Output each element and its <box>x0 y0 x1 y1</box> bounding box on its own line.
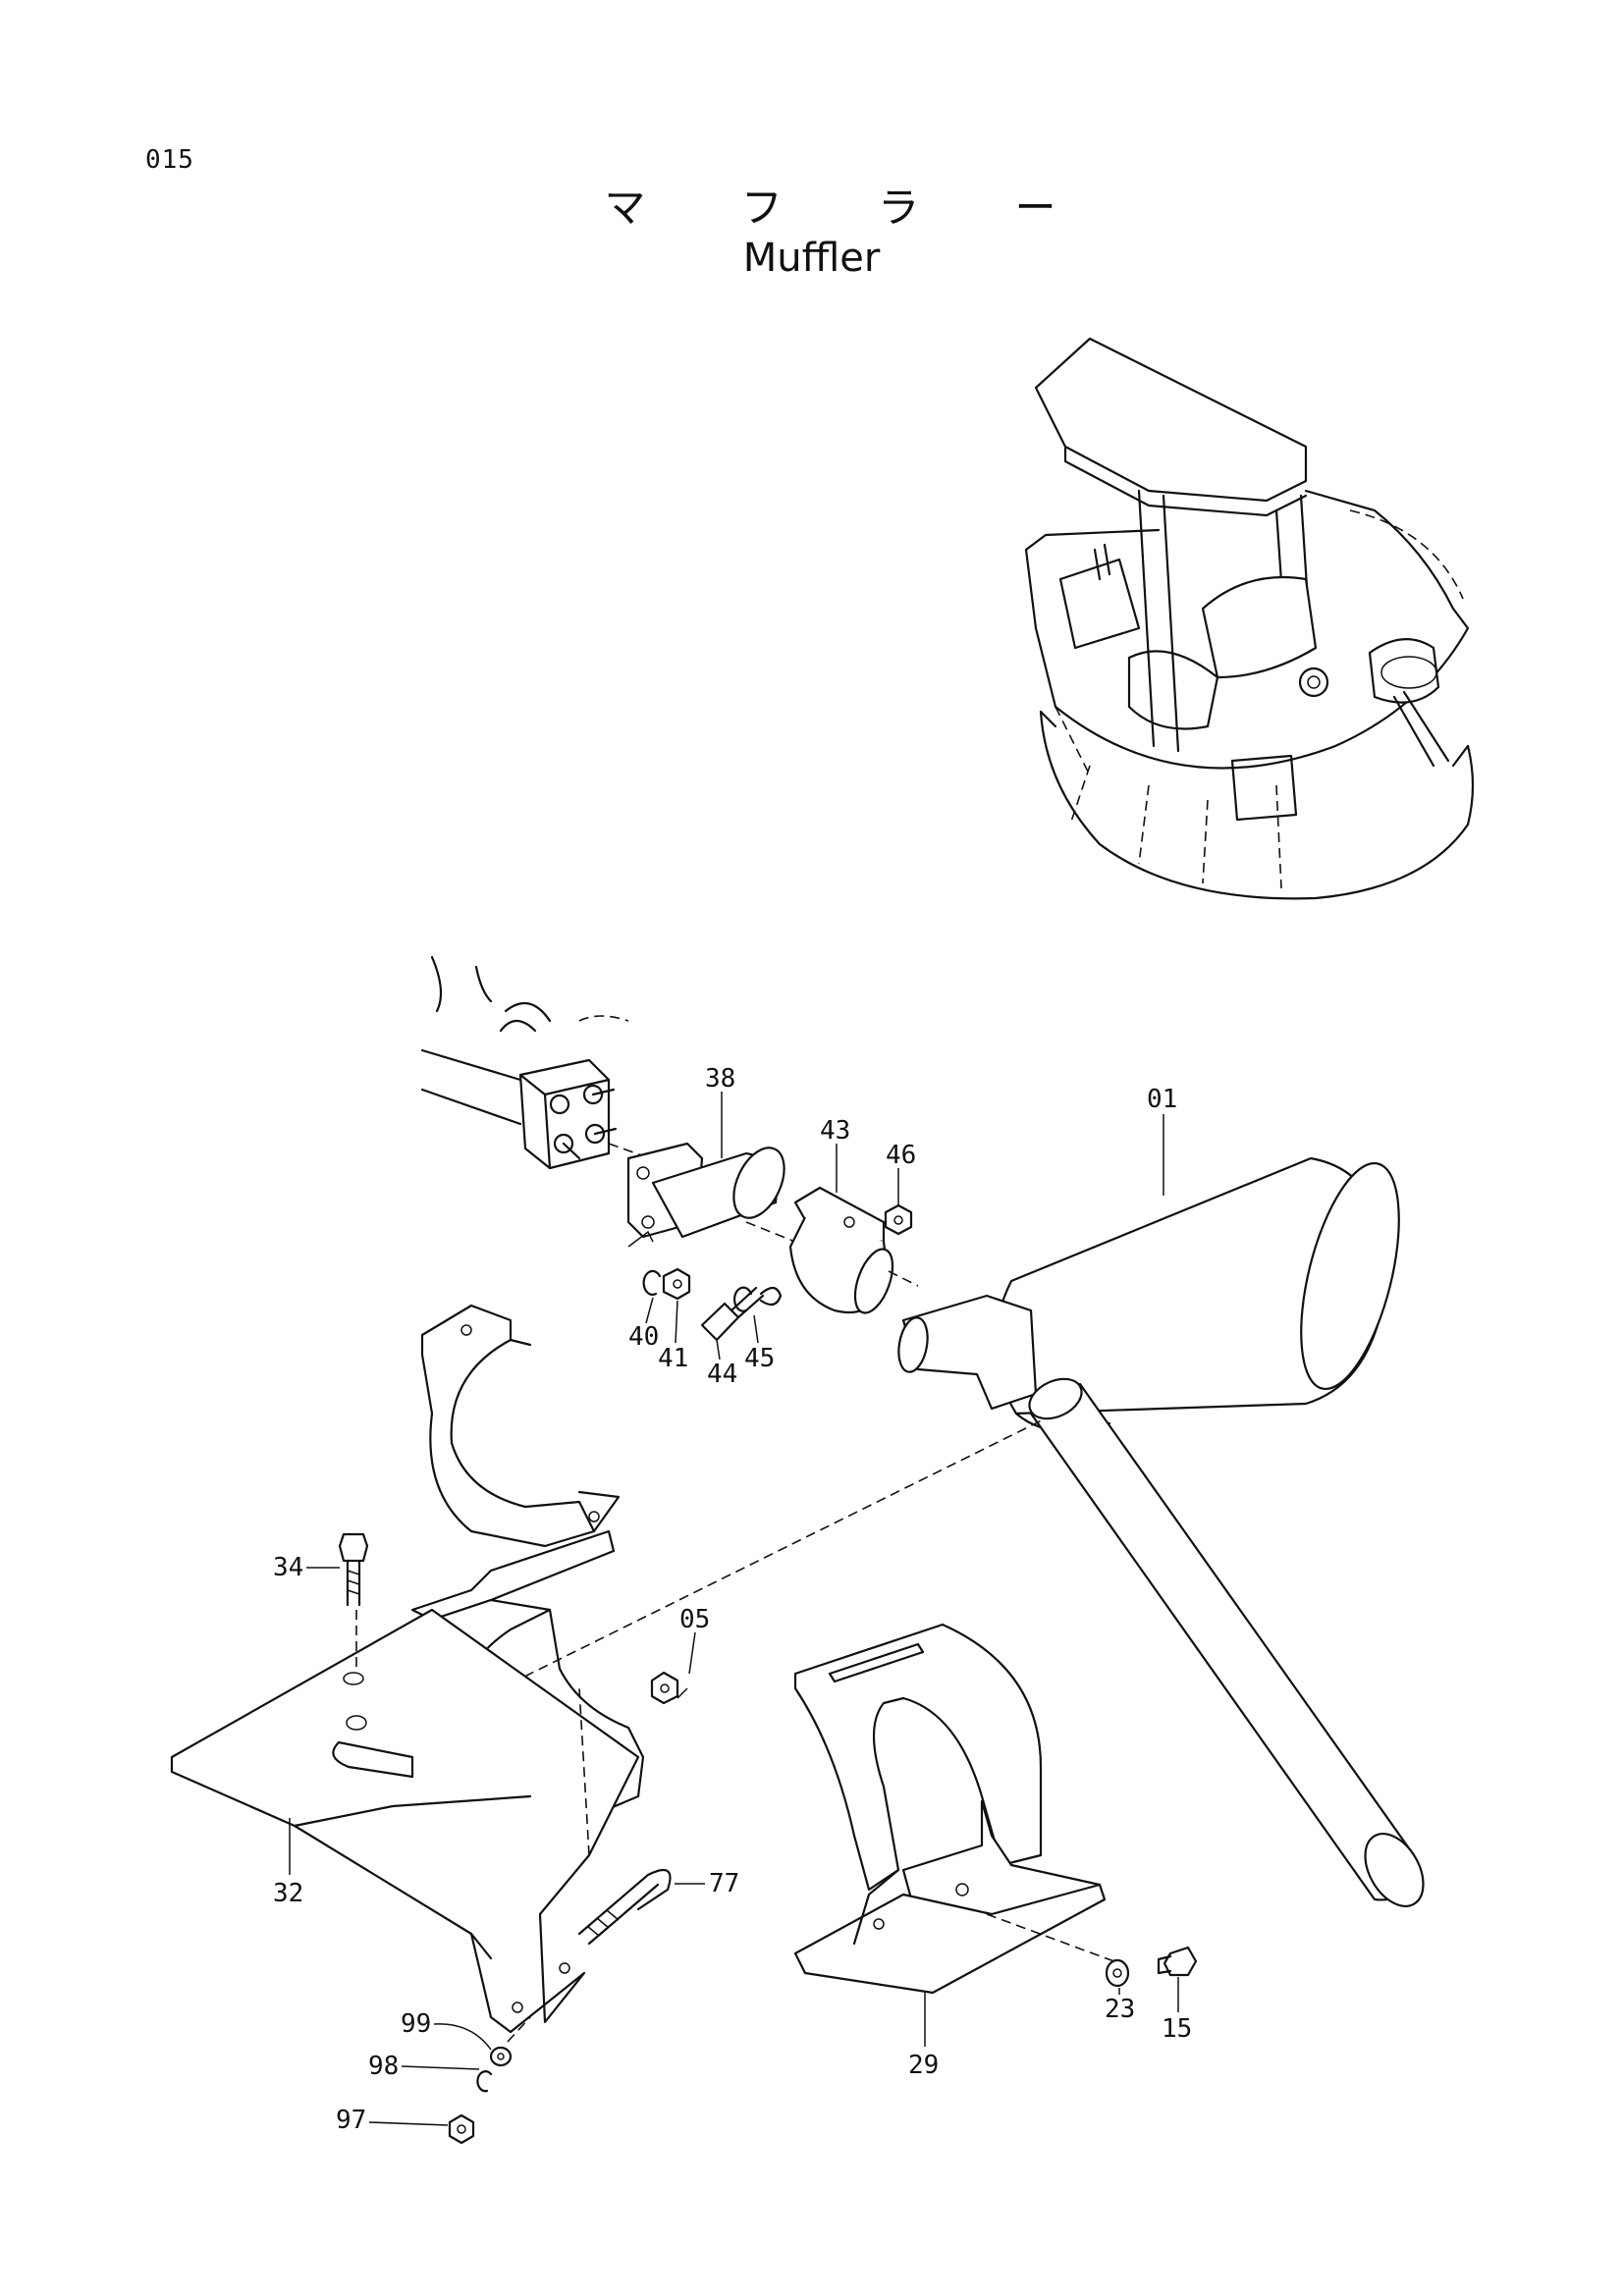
callout-44: 44 <box>707 1360 737 1389</box>
callout-15: 15 <box>1162 2014 1192 2044</box>
clamp-fasteners <box>627 1230 783 1342</box>
machine-overview-illustration <box>1024 337 1475 900</box>
callout-43: 43 <box>820 1116 850 1146</box>
page-title-japanese: マ フ ラ ー <box>604 184 1098 232</box>
callout-32: 32 <box>273 1879 303 1908</box>
part-01-muffler <box>897 1156 1425 1907</box>
part-15-bolt <box>1157 1946 1198 1977</box>
callout-34: 34 <box>273 1553 303 1582</box>
callout-97: 97 <box>336 2106 366 2135</box>
part-32-base-plate <box>170 1608 640 2034</box>
part-34-bolt <box>338 1532 369 1607</box>
engine-exhaust-flange <box>420 955 678 1170</box>
part-43-clamp <box>788 1186 919 1314</box>
page-title-english: Muffler <box>742 236 881 281</box>
callout-77: 77 <box>709 1869 739 1898</box>
callout-29: 29 <box>908 2051 939 2080</box>
callout-46: 46 <box>886 1141 916 1170</box>
callout-45: 45 <box>744 1344 775 1373</box>
part-29-bracket <box>793 1623 1120 1995</box>
callout-98: 98 <box>368 2052 399 2081</box>
part-23-washer <box>1105 1958 1130 1988</box>
callout-38: 38 <box>705 1064 735 1094</box>
callout-01: 01 <box>1147 1085 1177 1114</box>
part-46-nut <box>884 1203 913 1236</box>
base-plate-fasteners <box>448 2016 531 2145</box>
callout-labels: 01 38 43 46 40 41 44 45 34 05 32 77 99 9… <box>273 1064 1192 2135</box>
callout-05: 05 <box>679 1605 710 1634</box>
page-number: 015 <box>145 145 194 175</box>
callout-99: 99 <box>401 2009 431 2039</box>
callout-23: 23 <box>1105 1995 1135 2024</box>
callout-41: 41 <box>658 1344 688 1373</box>
part-77-u-bolt <box>577 1868 672 1946</box>
callout-40: 40 <box>628 1322 659 1352</box>
part-38-exhaust-pipe <box>626 1142 796 1243</box>
